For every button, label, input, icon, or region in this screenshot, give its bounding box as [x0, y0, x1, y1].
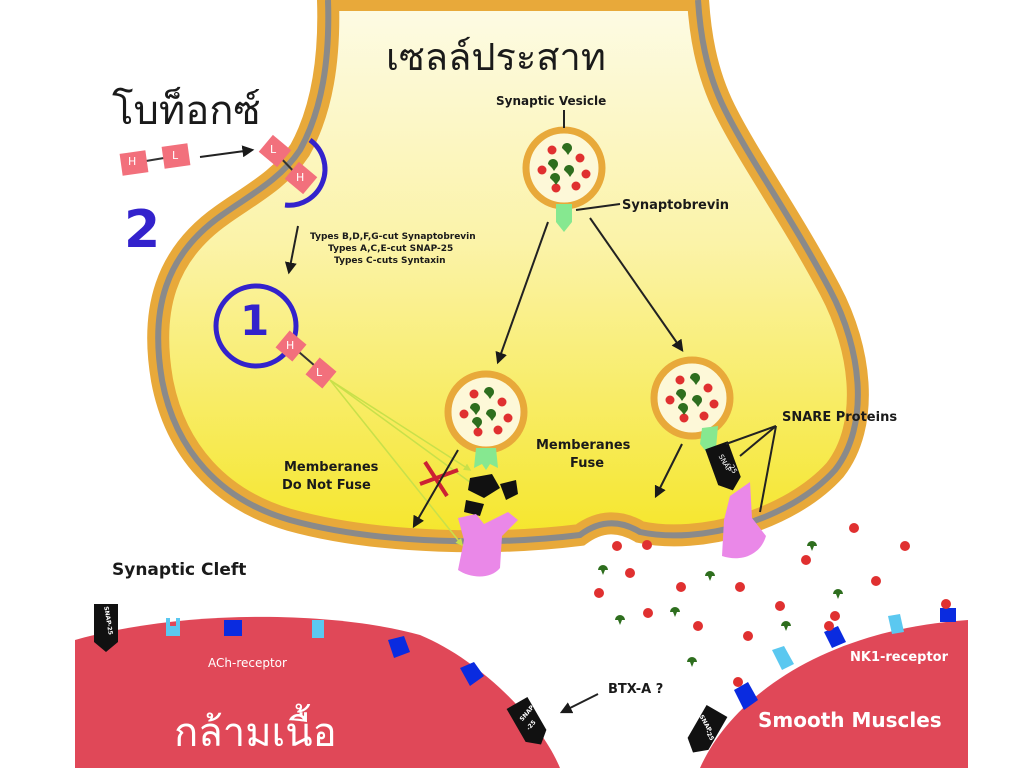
arrow-to-left-vesicle — [495, 221, 549, 365]
synaptic-vesicle-top — [522, 126, 606, 232]
ach-receptor-label: ACh-receptor — [208, 656, 287, 670]
snap25-docked: SNAP -25 — [705, 441, 745, 495]
toxin-free-l: L — [172, 149, 179, 162]
synaptic-vesicle-label: Synaptic Vesicle — [496, 94, 607, 108]
neuron-title: เซลล์ประสาท — [386, 35, 606, 79]
neurotransmitters-released — [594, 523, 910, 667]
smooth-muscle — [700, 620, 968, 768]
vesicle-fused — [650, 356, 734, 454]
step-2-label: 2 — [124, 200, 161, 260]
synaptobrevin-label: Synaptobrevin — [622, 198, 730, 213]
snare-proteins-label: SNARE Proteins — [782, 410, 898, 425]
syntaxin-right — [722, 482, 766, 559]
toxin-bound — [258, 134, 318, 195]
membranes-not-fuse-label-2: Do Not Fuse — [282, 478, 371, 493]
syntaxin-left — [458, 512, 518, 577]
toxin-free-h: H — [128, 155, 137, 168]
toxin-internal-h: H — [286, 339, 295, 352]
nk1-receptor-label: NK1-receptor — [850, 650, 949, 665]
botox-title: โบท็อกซ์ — [112, 88, 261, 134]
muscle-title: กล้ามเนื้อ — [174, 710, 337, 756]
types-line-2: Types A,C,E-cut SNAP-25 — [328, 244, 454, 254]
step-1-label: 1 — [240, 296, 270, 345]
btx-a-arrow — [559, 693, 599, 714]
types-line-1: Types B,D,F,G-cut Synaptobrevin — [310, 232, 476, 242]
toxin-free — [119, 143, 255, 176]
toxin-bound-l: L — [270, 143, 277, 156]
toxin-bound-h: H — [296, 171, 305, 184]
cut-mark — [419, 460, 459, 498]
types-line-3: Types C-cuts Syntaxin — [334, 256, 446, 266]
toxin-internalized — [213, 283, 480, 547]
toxin-internal-l: L — [316, 366, 323, 379]
nk1-receptors — [733, 599, 956, 710]
skeletal-muscle — [75, 616, 560, 768]
snap25-fragments — [464, 474, 518, 516]
endocytosis-pocket — [284, 137, 328, 208]
arrow-to-right-vesicle — [589, 217, 684, 352]
synaptic-cleft-label: Synaptic Cleft — [112, 560, 247, 580]
vesicle-blocked — [444, 370, 528, 470]
membranes-not-fuse-label-1: Memberanes — [284, 460, 379, 475]
smooth-muscles-label: Smooth Muscles — [758, 708, 942, 732]
btx-a-label: BTX-A ? — [608, 682, 664, 697]
ach-receptors — [166, 618, 484, 686]
arrow-pocket-to-internal — [284, 225, 299, 275]
membranes-fuse-label-1: Memberanes — [536, 438, 631, 453]
membranes-fuse-label-2: Fuse — [570, 456, 605, 471]
